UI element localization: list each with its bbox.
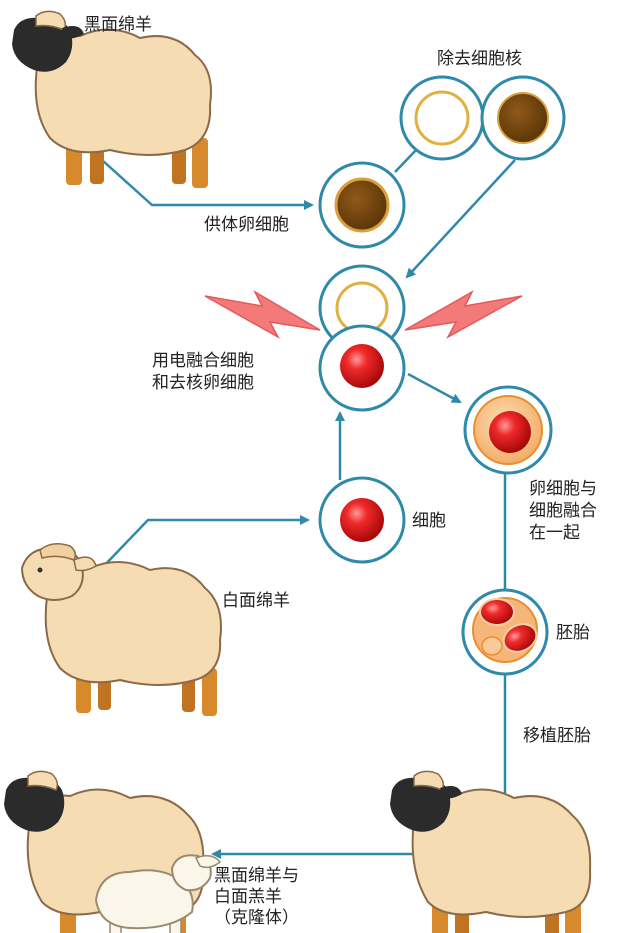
arrows	[99, 147, 516, 859]
arrow-white-sheep-to-cell	[99, 515, 310, 571]
label-white-sheep: 白面绵羊	[222, 591, 290, 611]
donor-egg-cell	[318, 161, 406, 249]
arrow-fusion-to-fused-egg	[407, 372, 462, 404]
label-enucleate: 除去细胞核	[437, 49, 522, 69]
black-face-sheep	[12, 10, 212, 188]
lightning-bolts	[204, 290, 523, 339]
label-embryo: 胚胎	[556, 623, 590, 643]
white-lamb	[94, 854, 222, 933]
connector-donor-to-enucleate	[394, 147, 419, 173]
fused-egg-cell	[463, 385, 553, 475]
label-donor-egg: 供体卵细胞	[204, 215, 289, 235]
label-cell: 细胞	[412, 511, 446, 531]
label-offspring: 黑面绵羊与 白面羔羊 （克隆体）	[214, 866, 299, 928]
enucleation-cells	[399, 75, 566, 161]
somatic-cell	[318, 476, 406, 564]
surrogate-black-sheep	[390, 770, 592, 933]
label-black-sheep: 黑面绵羊	[84, 15, 152, 35]
white-face-sheep	[20, 543, 222, 716]
lightning-left-icon	[204, 290, 321, 339]
arrow-enucleated-to-fusion	[405, 159, 516, 279]
fusion-cells	[318, 264, 406, 412]
lightning-right-icon	[404, 290, 523, 339]
label-electrofusion: 用电融合细胞 和去核卵细胞	[152, 351, 254, 393]
arrow-black-sheep-to-donor-egg	[101, 159, 314, 210]
label-transplant: 移植胚胎	[523, 726, 591, 746]
embryo-cell	[461, 588, 549, 676]
label-fused: 卵细胞与 细胞融合 在一起	[529, 479, 597, 543]
